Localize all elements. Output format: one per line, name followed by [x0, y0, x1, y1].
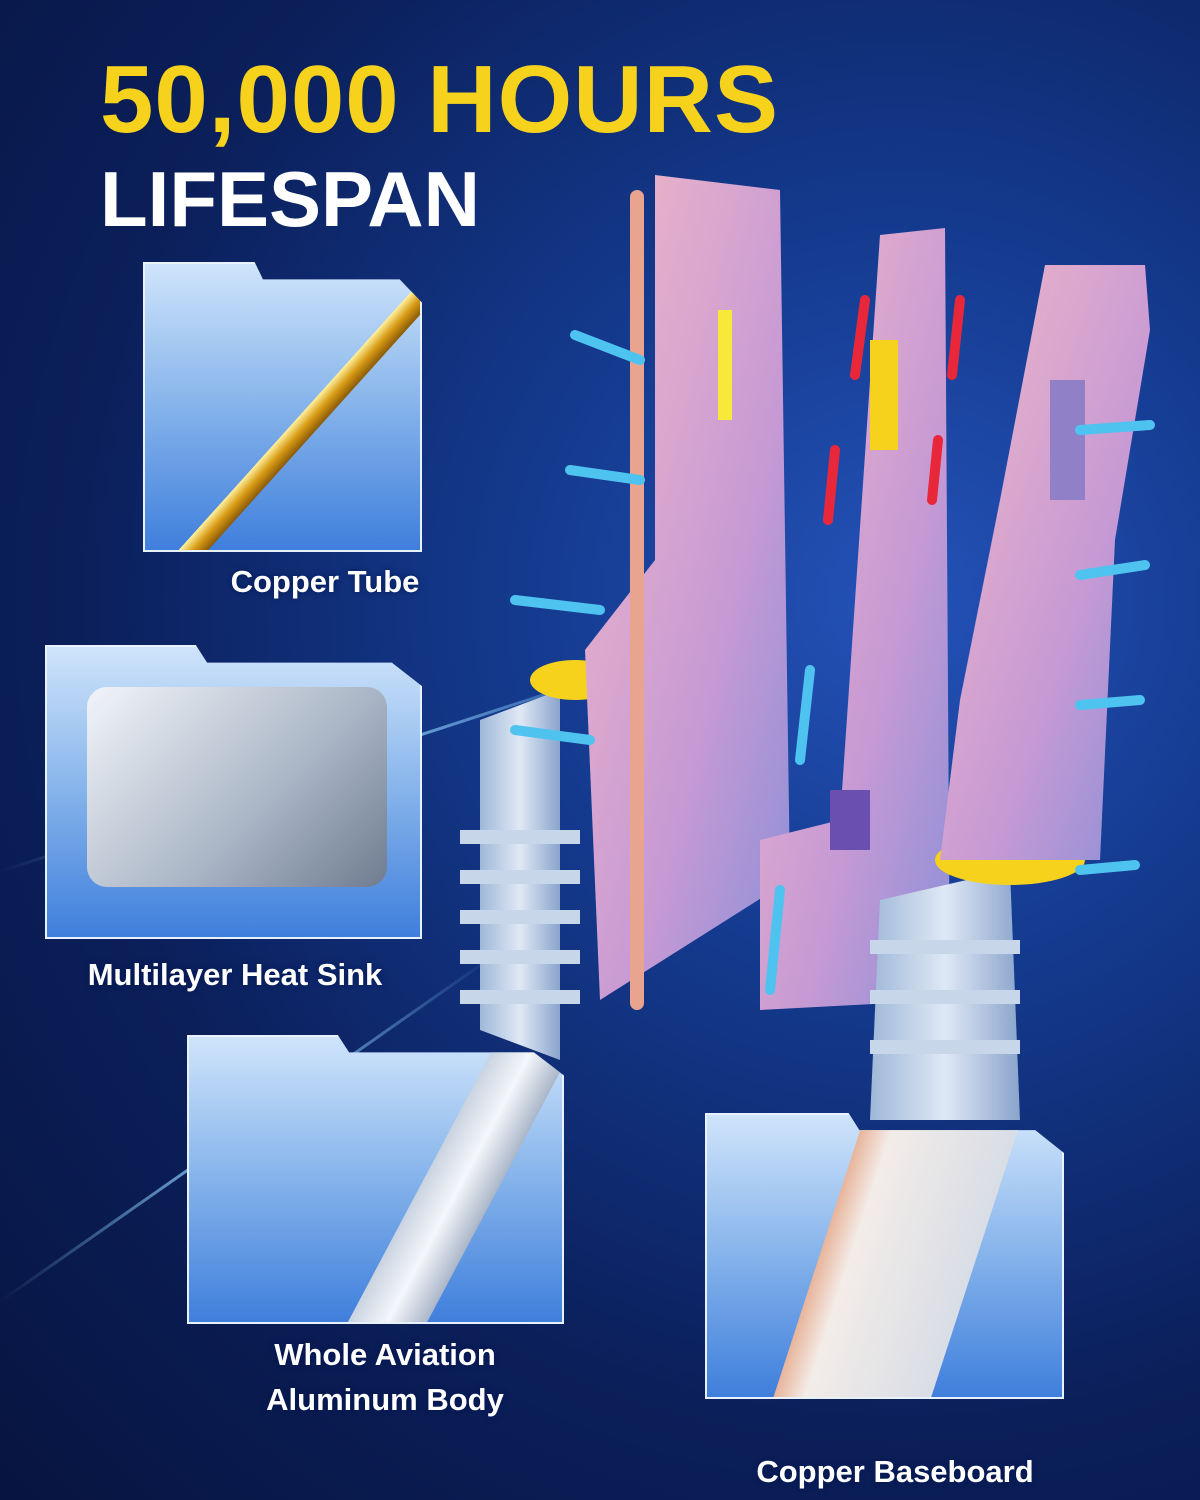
copper-tube-panel	[143, 262, 422, 552]
aluminum-body-label-line2: Aluminum Body	[266, 1381, 504, 1417]
aluminum-body-label: Whole Aviation Aluminum Body	[200, 1333, 570, 1423]
heat-flow-arrows	[510, 295, 1155, 995]
cool-arrow-icon	[510, 725, 595, 745]
hot-arrow-icon	[850, 295, 870, 380]
hot-arrow-icon	[823, 445, 840, 525]
right-bulb	[870, 265, 1150, 1120]
hot-arrow-icon	[927, 435, 943, 505]
cool-arrow-icon	[570, 330, 645, 365]
heat-sink-fins	[460, 830, 580, 1004]
headline-title: 50,000 HOURS	[100, 46, 779, 153]
heat-sink-panel	[45, 645, 422, 939]
aluminum-body-panel	[187, 1035, 564, 1324]
heat-sink-image	[87, 687, 387, 887]
heat-sink-label: Multilayer Heat Sink	[87, 957, 383, 992]
middle-pcb	[760, 228, 950, 1010]
led-chip	[870, 340, 898, 450]
copper-baseboard-panel	[705, 1113, 1064, 1399]
aluminum-body-image	[333, 1037, 562, 1322]
copper-tube	[630, 190, 644, 1010]
cool-arrow-icon	[795, 665, 815, 765]
copper-tube-image	[166, 264, 420, 550]
copper-baseboard-image	[758, 1115, 1026, 1397]
left-bulb	[460, 175, 790, 1060]
copper-baseboard-label: Copper Baseboard	[756, 1454, 1034, 1489]
cool-arrow-icon	[510, 595, 605, 615]
hot-arrow-icon	[947, 295, 965, 380]
headline-subtitle: LIFESPAN	[100, 155, 480, 243]
copper-tube-label: Copper Tube	[230, 564, 420, 599]
led-chip	[718, 310, 732, 420]
cool-arrow-icon	[1075, 695, 1145, 710]
cool-arrow-icon	[565, 465, 645, 485]
cool-arrow-icon	[1075, 560, 1150, 580]
cool-arrow-icon	[1075, 420, 1155, 435]
cool-arrow-icon	[765, 885, 785, 995]
cool-arrow-icon	[1075, 860, 1140, 875]
aluminum-body-label-line1: Whole Aviation	[274, 1337, 496, 1372]
